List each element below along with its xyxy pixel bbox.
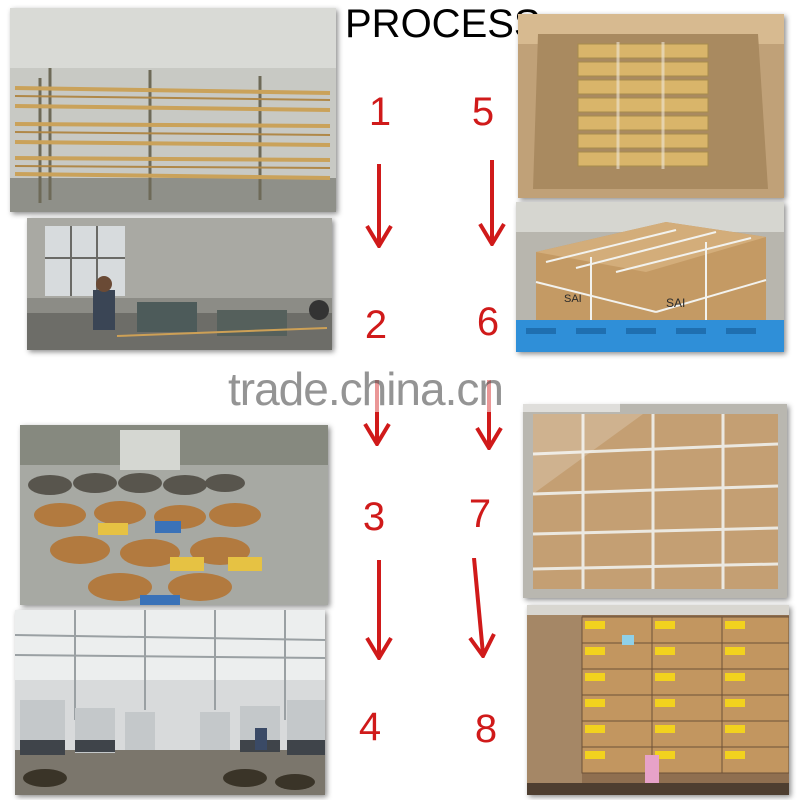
- photo-step-5: [518, 14, 784, 198]
- watermark-text: trade.china.cn: [228, 363, 504, 415]
- step-number-8: 8: [474, 707, 498, 751]
- arrow-down-icon: [365, 164, 393, 248]
- step-number-2: 2: [364, 303, 388, 347]
- step-number-7: 7: [468, 492, 492, 536]
- photo-step-2: [27, 218, 332, 350]
- carton-label-2: SAI: [666, 296, 685, 310]
- carton-label-1: SAI: [564, 293, 582, 305]
- step-number-4: 4: [358, 705, 382, 749]
- photo-step-8: [527, 605, 789, 795]
- photo-step-4: [15, 610, 325, 795]
- arrow-down-icon: [478, 160, 506, 246]
- arrow-down-icon: [365, 560, 393, 660]
- photo-step-1: [10, 8, 336, 212]
- photo-step-6: SAI SAI: [516, 202, 784, 352]
- photo-step-3: [20, 425, 328, 605]
- page-title: PROCESS: [345, 2, 541, 46]
- step-number-3: 3: [362, 495, 386, 539]
- step-number-6: 6: [476, 300, 500, 344]
- step-number-1: 1: [368, 90, 392, 134]
- watermark-band: trade.china.cn: [180, 360, 620, 415]
- step-number-5: 5: [471, 90, 495, 134]
- arrow-down-icon: [468, 558, 496, 658]
- photo-step-7: [523, 404, 787, 598]
